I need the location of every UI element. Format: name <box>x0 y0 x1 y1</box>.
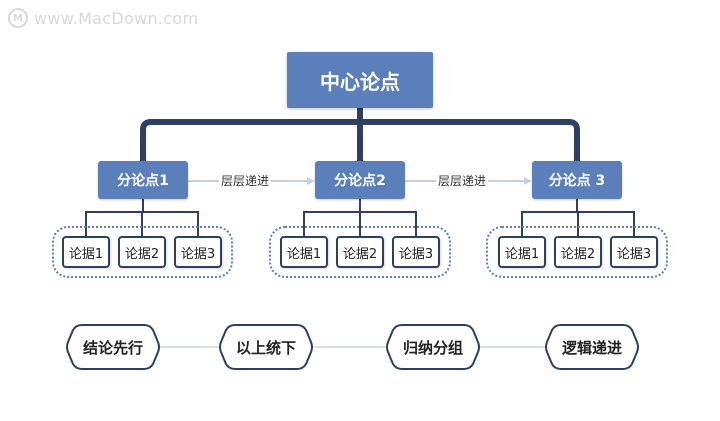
principle-label: 结论先行 <box>82 338 143 357</box>
argument-box: 论据3 <box>392 236 440 268</box>
principle-shape <box>219 324 313 370</box>
argument-group-2 <box>269 226 451 278</box>
sub-point-label: 分论点 3 <box>548 173 606 189</box>
argument-box: 论据3 <box>174 236 222 268</box>
macdown-logo-icon: M <box>8 8 28 28</box>
principle-shape <box>66 324 160 370</box>
principle-shape <box>386 324 480 370</box>
relation-label-2: 层层递进 <box>436 173 489 189</box>
argument-box: 论据1 <box>62 236 110 268</box>
relation-arrow-1-head <box>307 177 315 185</box>
sub-point-2: 分论点2 <box>315 161 405 199</box>
relation-label-1: 层层递进 <box>219 173 272 189</box>
principle-3: 归纳分组 <box>386 322 480 372</box>
argument-box: 论据2 <box>118 236 166 268</box>
sub-point-3: 分论点 3 <box>532 161 622 199</box>
principle-label: 逻辑递进 <box>561 338 622 357</box>
argument-box: 论据1 <box>498 236 546 268</box>
principle-1: 结论先行 <box>66 322 160 372</box>
principle-2: 以上统下 <box>219 322 313 372</box>
principle-label: 归纳分组 <box>402 338 463 357</box>
argument-box: 论据3 <box>610 236 658 268</box>
central-topic-label: 中心论点 <box>320 69 400 94</box>
watermark-text: www.MacDown.com <box>34 8 199 28</box>
argument-group-3 <box>486 226 668 278</box>
principle-label: 以上统下 <box>235 338 296 357</box>
argument-group-1 <box>52 226 233 278</box>
argument-box: 论据2 <box>554 236 602 268</box>
argument-box: 论据2 <box>336 236 384 268</box>
central-topic: 中心论点 <box>287 52 433 108</box>
principle-4: 逻辑递进 <box>545 322 639 372</box>
argument-box: 论据1 <box>280 236 328 268</box>
sub-point-label: 分论点1 <box>117 173 169 189</box>
watermark: M www.MacDown.com <box>8 6 198 30</box>
principle-shape <box>545 324 639 370</box>
relation-arrow-2-head <box>524 177 532 185</box>
sub-point-label: 分论点2 <box>334 173 386 189</box>
sub-point-1: 分论点1 <box>98 161 188 199</box>
